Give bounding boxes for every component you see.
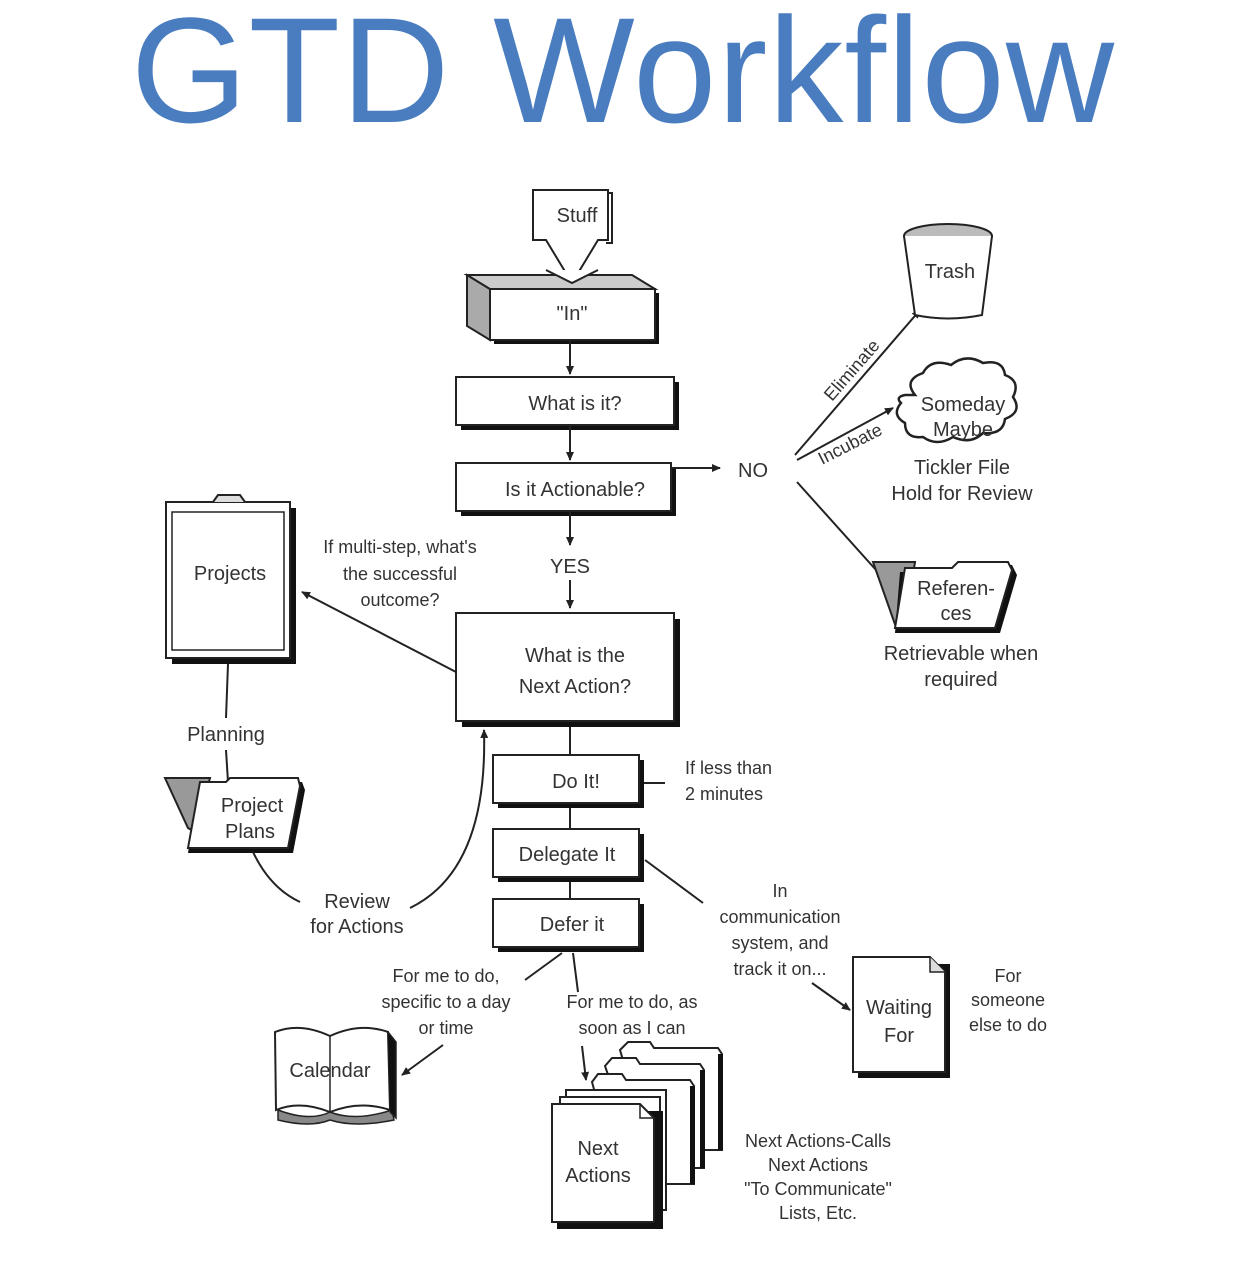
next-action-label-2: Next Action? [519,676,631,698]
lists-text-2: Next Actions [768,1155,868,1175]
for-label: For [884,1025,914,1047]
defer-it-label: Defer it [540,914,605,936]
someday-label: Someday [921,394,1006,416]
do-it-node: Do It! [492,754,644,808]
projects-node: Projects [165,494,296,664]
multi-step-text-2: the successful [343,564,457,584]
asap-text-1: For me to do, as [566,992,697,1012]
project-plans-node: Project Plans [163,777,305,853]
projects-label: Projects [194,563,266,585]
less-than-text-1: If less than [685,758,772,778]
defer-it-node: Defer it [492,898,644,952]
lists-text-4: Lists, Etc. [779,1203,857,1223]
no-label: NO [738,460,768,482]
edge-planning-plans [225,749,229,783]
project-plans-label-1: Project [221,795,284,817]
communication-text-3: system, and [731,933,828,953]
edge-to-next-actions [581,1045,590,1081]
required-text: required [924,669,997,691]
lists-text-3: "To Communicate" [744,1179,892,1199]
someone-else-text-1: For [995,966,1022,986]
delegate-it-node: Delegate It [492,828,644,882]
edge-plans-review [252,851,301,903]
actionable-label: Is it Actionable? [505,479,645,501]
edge-eliminate [794,309,921,456]
maybe-label: Maybe [933,419,993,441]
calendar-node: Calendar [273,1026,397,1125]
trash-node: Trash [903,223,993,320]
edge-defer-next [572,952,579,993]
review-label-2: for Actions [310,916,403,938]
someone-else-text-3: else to do [969,1015,1047,1035]
someday-maybe-node: Someday Maybe [895,357,1018,444]
stuff-label: Stuff [557,205,598,227]
edge-delegate-note [644,859,704,904]
references-label-1: Referen- [917,578,995,600]
do-it-label: Do It! [552,771,600,793]
what-is-it-label: What is it? [528,393,621,415]
eliminate-label: Eliminate [820,336,884,405]
communication-text-2: communication [719,907,840,927]
edge-defer-calendar [524,952,563,981]
multi-step-text-3: outcome? [360,590,439,610]
hold-for-review-text: Hold for Review [891,483,1033,505]
someone-else-text-2: someone [971,990,1045,1010]
references-node: Referen- ces [871,561,1017,633]
edge-to-waiting [811,982,851,1011]
yes-label: YES [550,556,590,578]
stuff-node: Stuff [532,189,613,285]
project-plans-label-2: Plans [225,821,275,843]
planning-label: Planning [187,724,265,746]
next-action-node: What is the Next Action? [455,612,680,727]
edge-reference [796,481,886,581]
trash-label: Trash [925,261,975,283]
edge-review-to-next [409,729,489,909]
waiting-label: Waiting [866,997,932,1019]
edge-next-to-projects [301,591,457,673]
multi-step-text-1: If multi-step, what's [323,537,476,557]
references-label-2: ces [940,603,971,625]
retrievable-text: Retrievable when [884,643,1039,665]
in-label: "In" [557,303,588,325]
less-than-text-2: 2 minutes [685,784,763,804]
specific-day-text-2: specific to a day [381,992,510,1012]
lists-text-1: Next Actions-Calls [745,1131,891,1151]
delegate-it-label: Delegate It [519,844,616,866]
tickler-file-text: Tickler File [914,457,1010,479]
calendar-label: Calendar [289,1060,371,1082]
communication-text-1: In [772,881,787,901]
asap-text-2: soon as I can [578,1018,685,1038]
communication-text-4: track it on... [733,959,826,979]
specific-day-text-3: or time [418,1018,473,1038]
next-actions-label-2: Actions [565,1165,631,1187]
next-action-label-1: What is the [525,645,625,667]
what-is-it-node: What is it? [455,376,679,430]
page-title: GTD Workflow [130,0,1116,154]
edge-projects-planning [225,663,229,719]
review-label-1: Review [324,891,390,913]
in-tray-node: "In" [463,269,659,344]
specific-day-text-1: For me to do, [392,966,499,986]
actionable-node: Is it Actionable? [455,462,676,516]
edge-to-calendar [401,1044,444,1076]
next-actions-label-1: Next [577,1138,619,1160]
edge-incubate [796,407,894,461]
waiting-for-node: Waiting For [852,956,950,1078]
next-actions-node: Next Actions [551,1041,723,1229]
